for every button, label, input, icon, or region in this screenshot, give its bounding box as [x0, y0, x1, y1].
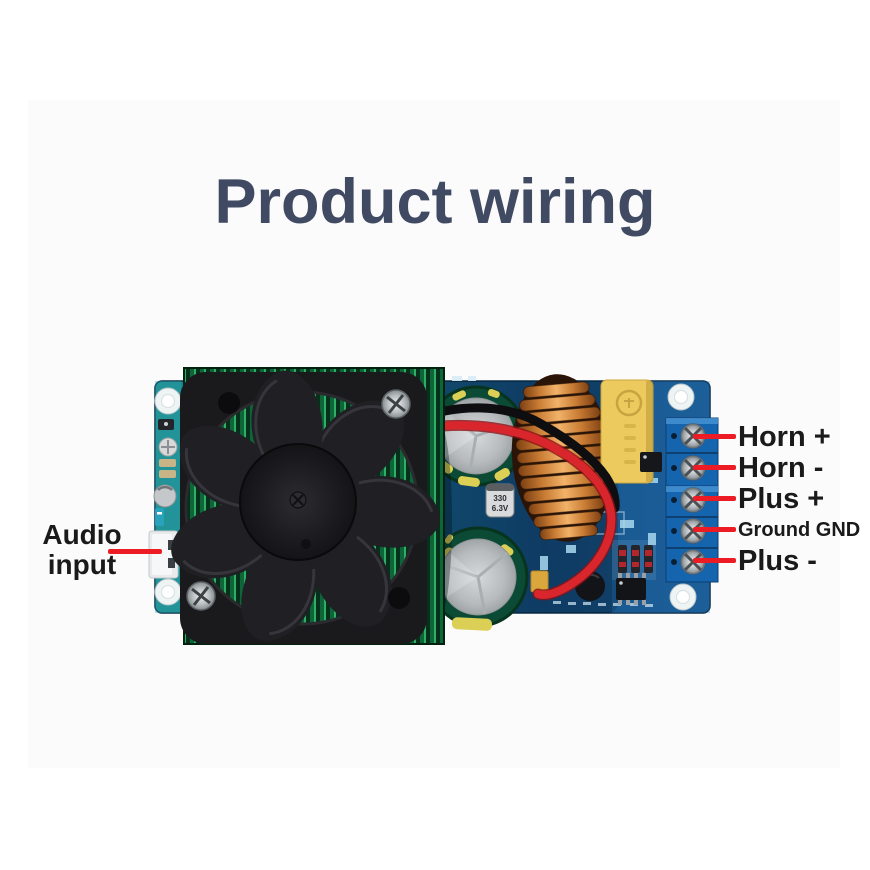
fan-screw-top-right [381, 389, 411, 419]
leader-line-horn-plus [693, 434, 736, 439]
fan-screw-bottom-left [186, 581, 216, 611]
pin-label-plus-plus: Plus + [738, 483, 825, 515]
pin-label-horn-minus: Horn - [738, 452, 824, 484]
svg-text:330: 330 [493, 494, 507, 503]
page-title: Product wiring [214, 167, 656, 238]
terminal-block-speaker [665, 417, 719, 491]
svg-text:6.3V: 6.3V [492, 504, 509, 513]
electrolytic-capacitor-bottom [427, 526, 529, 631]
pin-label-horn-plus: Horn + [738, 421, 831, 453]
leader-line-plus-plus [693, 496, 736, 501]
mounting-holes [154, 383, 697, 611]
smd-ic [640, 452, 662, 472]
audio-input-connector [148, 530, 179, 579]
brand-logo [615, 389, 643, 417]
pin-label-ground: Ground GND [738, 519, 861, 541]
fan-hub [239, 443, 357, 561]
leader-line-ground [693, 527, 736, 532]
wires [396, 403, 620, 601]
smd-resistors [618, 545, 653, 573]
audio-input-leader-line [108, 549, 162, 554]
small-capacitor [153, 484, 177, 508]
soic8-chip [616, 573, 646, 605]
black-wire [409, 403, 620, 513]
audio-input-label: Audio input [42, 519, 122, 580]
red-wire [398, 421, 616, 599]
pin-label-plus-minus: Plus - [738, 545, 817, 577]
smd-capacitor-330: 330 6.3V [485, 483, 515, 518]
left-edge-components [148, 419, 179, 579]
leader-line-plus-minus [693, 558, 736, 563]
leader-line-horn-minus [693, 465, 736, 470]
fan-corner-screws [186, 389, 411, 611]
cooling-fan [171, 370, 441, 644]
